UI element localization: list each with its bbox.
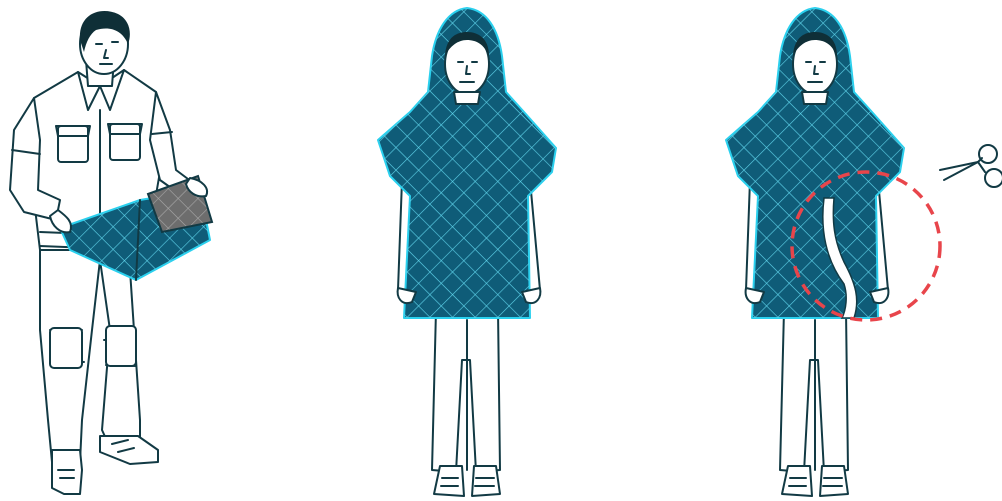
man-pocket-right [110,124,140,160]
man-holding-folded-blanket [10,11,212,494]
woman-poncho-with-cut-opening [726,8,940,496]
man-knee-pad-left [50,328,82,368]
woman-wearing-blanket-poncho [378,8,556,496]
man-knee-pad-right [106,326,136,366]
man-shoe-left [52,450,82,494]
woman3-shoe-left [782,466,812,496]
scissors-icon [940,145,1002,187]
woman2-shoe-left [434,466,464,496]
man-pocket-left [58,126,88,162]
woman3-shoe-right [820,466,848,496]
woman2-shoe-right [472,466,500,496]
